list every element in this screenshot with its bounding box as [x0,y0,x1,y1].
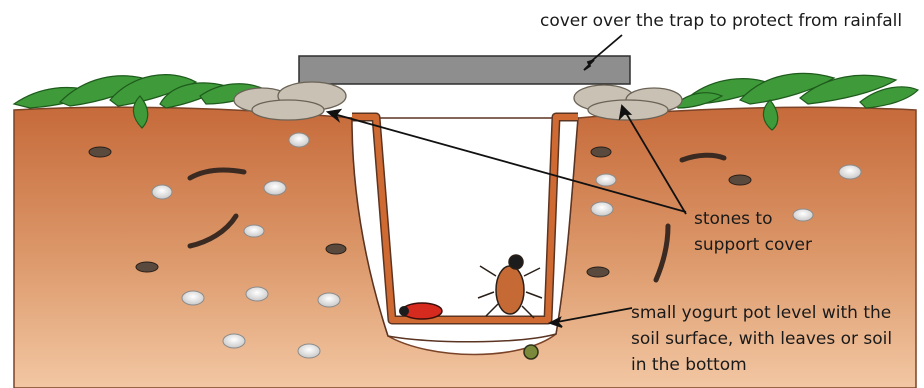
snail-shell [524,345,538,359]
stones-label-line-2: support cover [694,232,812,258]
pot-label-line-1: small yogurt pot level with the [631,300,892,326]
pot-label-line-2: soil surface, with leaves or soil [631,326,892,352]
pot-label: small yogurt pot level with the soil sur… [631,300,892,378]
cover-label: cover over the trap to protect from rain… [540,8,902,34]
stones-label: stones to support cover [694,206,812,258]
trap-cover [299,56,630,84]
stones-label-line-1: stones to [694,206,812,232]
pot-label-line-3: in the bottom [631,352,892,378]
